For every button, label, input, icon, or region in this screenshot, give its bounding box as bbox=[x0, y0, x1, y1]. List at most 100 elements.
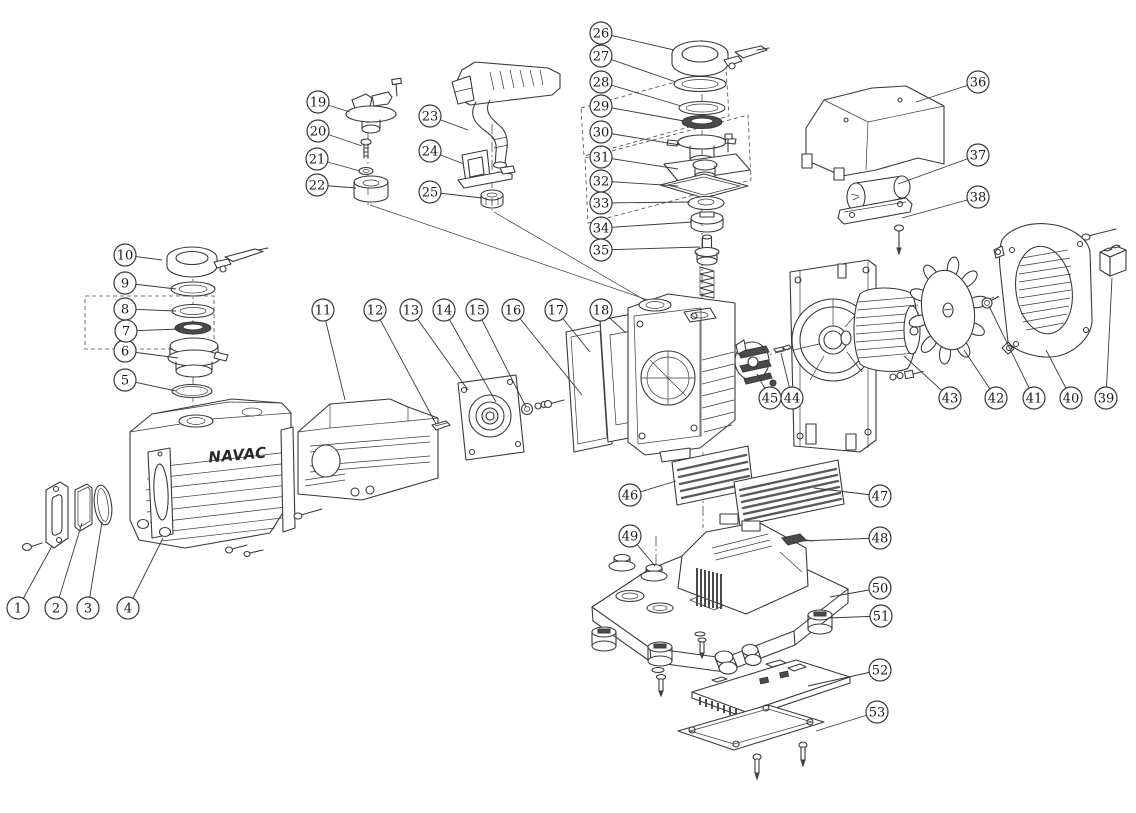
callout-8: 8 bbox=[113, 297, 177, 321]
fin-plate-47 bbox=[733, 459, 845, 527]
leader-line bbox=[443, 309, 497, 403]
rubber-foot-a bbox=[591, 626, 617, 652]
callout-number: 42 bbox=[988, 392, 1005, 407]
callout-5: 5 bbox=[113, 368, 177, 392]
leader-line bbox=[901, 196, 979, 219]
leader-line bbox=[87, 521, 103, 609]
callout-number: 50 bbox=[872, 582, 889, 597]
callout-number: 12 bbox=[367, 304, 384, 319]
callout-circle bbox=[311, 298, 335, 322]
callout-35: 35 bbox=[589, 238, 701, 262]
callout-46: 46 bbox=[618, 480, 677, 507]
callout-11: 11 bbox=[311, 298, 346, 401]
callout-number: 5 bbox=[121, 374, 129, 389]
callout-13: 13 bbox=[399, 298, 469, 391]
callout-number: 9 bbox=[121, 277, 129, 292]
leader-line bbox=[600, 55, 677, 83]
callout-number: 34 bbox=[593, 222, 610, 237]
callout-53: 53 bbox=[815, 700, 889, 732]
callout-number: 28 bbox=[593, 76, 610, 91]
callout-circle bbox=[113, 243, 137, 267]
callout-1: 1 bbox=[6, 545, 53, 620]
callout-number: 39 bbox=[1098, 392, 1115, 407]
capacitor-bracket bbox=[837, 197, 913, 256]
intake-clamp bbox=[166, 246, 269, 278]
callout-20: 20 bbox=[306, 119, 363, 147]
exhaust-spring bbox=[699, 266, 715, 299]
leader-line bbox=[55, 522, 83, 609]
callout-number: 47 bbox=[872, 490, 889, 505]
leader-line bbox=[127, 537, 164, 609]
callout-number: 19 bbox=[310, 96, 327, 111]
exhaust-washer-33 bbox=[687, 195, 725, 211]
callout-circle bbox=[44, 596, 68, 620]
exhaust-gasket-32 bbox=[659, 173, 749, 199]
exhaust-cap-34 bbox=[690, 211, 724, 233]
callout-circle bbox=[306, 90, 330, 114]
side-plate-17 bbox=[565, 323, 613, 453]
leader-line bbox=[512, 309, 583, 396]
callout-18: 18 bbox=[589, 298, 627, 334]
callout-52: 52 bbox=[807, 658, 892, 687]
leader-line bbox=[600, 246, 701, 251]
leader-line bbox=[410, 309, 469, 391]
leader-line bbox=[600, 201, 691, 204]
callout-circle bbox=[418, 139, 442, 163]
callout-circle bbox=[618, 483, 642, 507]
callout-number: 51 bbox=[873, 610, 890, 625]
callout-43: 43 bbox=[903, 355, 962, 410]
callout-circle bbox=[589, 70, 613, 94]
exhaust-seal-ring-29 bbox=[681, 115, 723, 129]
callout-number: 40 bbox=[1063, 392, 1080, 407]
callout-17: 17 bbox=[544, 298, 591, 353]
leader-line bbox=[799, 537, 881, 542]
callout-45: 45 bbox=[756, 373, 782, 410]
callout-28: 28 bbox=[589, 70, 682, 107]
callout-circle bbox=[465, 298, 489, 322]
callout-number: 36 bbox=[970, 76, 987, 91]
oil-fill-cup bbox=[353, 175, 389, 203]
callout-number: 48 bbox=[872, 532, 889, 547]
callout-circle bbox=[868, 576, 892, 600]
callout-number: 17 bbox=[548, 304, 565, 319]
oil-fill-washer bbox=[358, 166, 374, 176]
callout-36: 36 bbox=[915, 70, 990, 103]
callout-circle bbox=[113, 297, 137, 321]
rotor-45 bbox=[734, 339, 777, 387]
callout-number: 3 bbox=[84, 602, 92, 617]
callout-26: 26 bbox=[589, 21, 675, 51]
oil-fill-cap bbox=[345, 77, 402, 134]
callout-number: 45 bbox=[762, 392, 779, 407]
callout-14: 14 bbox=[432, 298, 497, 403]
retaining-clip-41 bbox=[981, 296, 999, 309]
callout-circle bbox=[76, 596, 100, 620]
exhaust-clamp bbox=[671, 40, 770, 77]
callout-circle bbox=[418, 104, 442, 128]
handle-bracket bbox=[457, 149, 516, 189]
rubber-foot-b bbox=[647, 641, 673, 667]
callout-4: 4 bbox=[116, 537, 164, 620]
exhaust-gasket-kit-box-2 bbox=[584, 114, 752, 224]
exhaust-valve-plate-31 bbox=[663, 133, 751, 182]
callout-circle bbox=[1094, 386, 1118, 410]
pin-44 bbox=[773, 344, 792, 353]
callout-number: 44 bbox=[784, 392, 801, 407]
callout-number: 23 bbox=[422, 110, 439, 125]
callout-37: 37 bbox=[897, 143, 990, 185]
callout-6: 6 bbox=[113, 339, 179, 363]
callout-circle bbox=[589, 238, 613, 262]
leader-line bbox=[322, 309, 346, 401]
callout-48: 48 bbox=[799, 526, 892, 550]
sight-glass-oring bbox=[93, 484, 113, 526]
callout-circle bbox=[1059, 386, 1083, 410]
leader-line bbox=[1105, 277, 1113, 399]
callout-number: 25 bbox=[422, 186, 439, 201]
callout-circle bbox=[306, 119, 330, 143]
callout-circle bbox=[868, 484, 892, 508]
callout-circle bbox=[869, 604, 893, 628]
callout-29: 29 bbox=[589, 94, 685, 122]
callout-16: 16 bbox=[501, 298, 583, 396]
callout-number: 31 bbox=[593, 151, 610, 166]
callout-number: 52 bbox=[872, 664, 889, 679]
